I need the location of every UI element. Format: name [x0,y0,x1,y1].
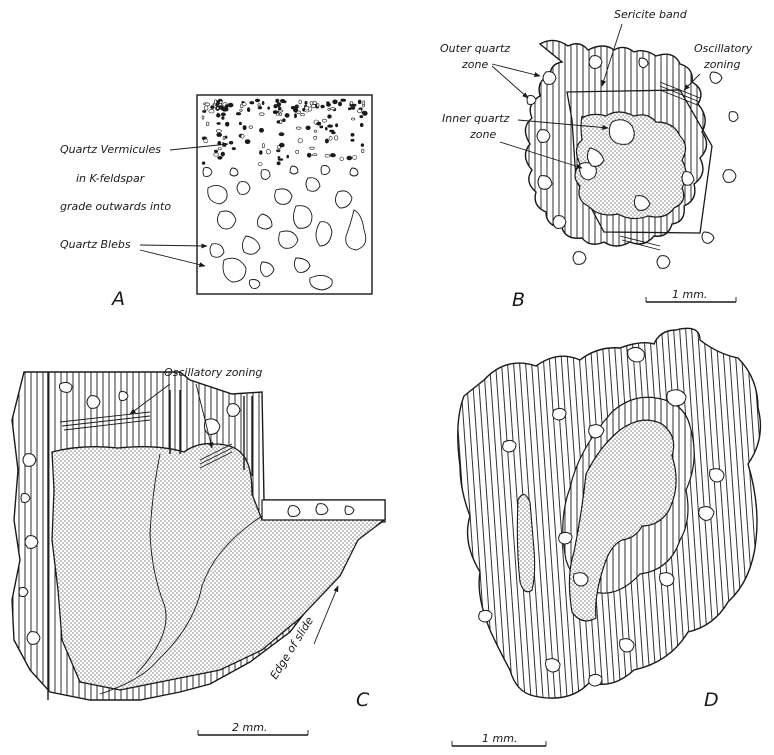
panel-letter-d: D [704,689,719,711]
label-sericite-band: Sericite band [614,8,688,21]
scale-label-d: 1 mm. [482,732,517,745]
label-k-feldspar: in K-feldspar [76,172,146,185]
label-oscillatory-c: Oscillatory zoning [164,366,262,379]
label-oscillatory-b-zoning: zoning [703,58,741,71]
label-outer-quartz: Outer quartz [440,42,510,55]
panel-b: Sericite band Outer quartz zone Oscillat… [440,8,753,311]
panel-c: Oscillatory zoning Edge of slide 2 mm. C [12,366,385,735]
label-outer-quartz-zone: zone [461,58,488,71]
label-inner-quartz: Inner quartz [442,112,510,125]
panel-a: Quartz Vermicules in K-feldspar grade ou… [60,95,372,310]
panel-letter-c: C [356,689,370,711]
panel-d: 1 mm. D [452,328,760,746]
quartz-blebs-field [203,166,366,291]
scale-bar-c: 2 mm. [198,721,308,735]
label-oscillatory-b: Oscillatory [694,42,753,55]
scale-bar-d: 1 mm. [452,732,546,746]
label-grade-outwards: grade outwards into [60,200,171,213]
arrow-blebs-2 [140,250,205,266]
label-quartz-vermicules: Quartz Vermicules [60,143,161,156]
scale-label-c: 2 mm. [232,721,267,734]
panel-letter-b: B [512,289,525,311]
scale-label-b: 1 mm. [672,288,707,301]
quartz-vermicules-field [202,99,367,166]
scale-bar-b: 1 mm. [646,288,736,302]
arrow-outer-quartz-2 [492,66,528,98]
arrow-outer-quartz-1 [492,64,540,76]
panel-c-stippled-core [52,444,384,690]
label-quartz-blebs: Quartz Blebs [60,238,131,251]
panel-letter-a: A [110,288,125,310]
label-inner-quartz-zone: zone [469,128,496,141]
panel-a-labels: Quartz Vermicules in K-feldspar grade ou… [60,143,228,266]
